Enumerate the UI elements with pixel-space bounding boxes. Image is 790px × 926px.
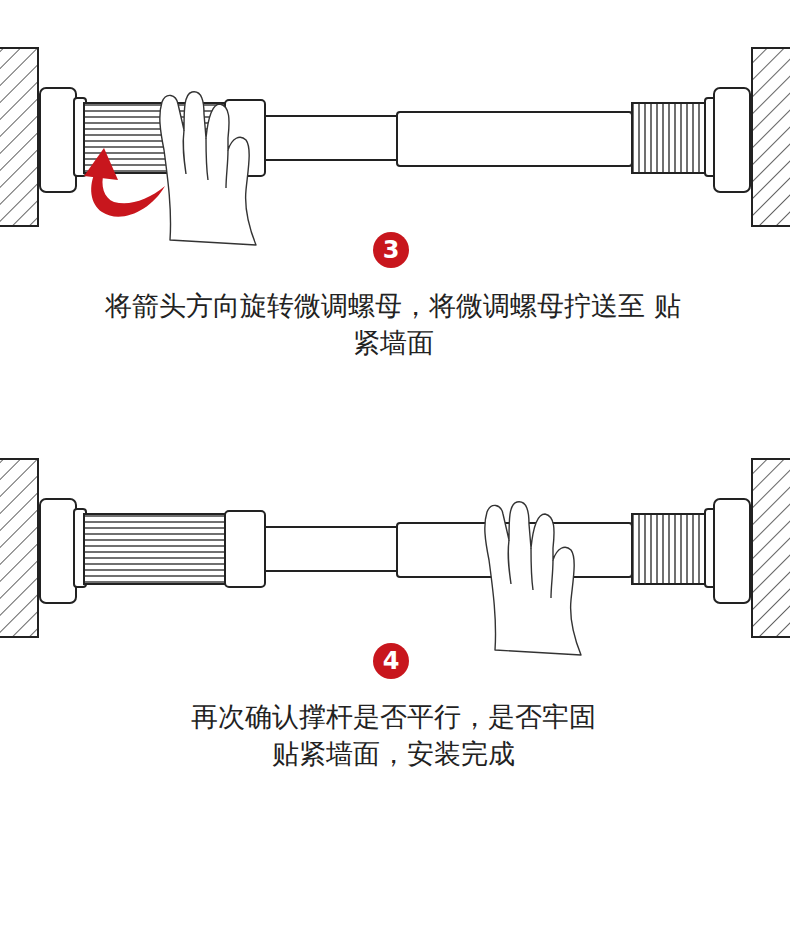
step-number: 3 [383, 238, 400, 262]
instruction-text: 再次确认撑杆是否平行，是否牢固 贴紧墙面，安装完成 [183, 698, 603, 772]
hand [485, 502, 581, 655]
rotate-arrow [84, 148, 165, 217]
instruction-text: 将箭头方向旋转微调螺母，将微调螺母拧送至 贴紧墙面 [102, 287, 684, 361]
tension-rod [0, 48, 790, 226]
step-number: 4 [383, 649, 400, 673]
step-number-circle: 3 [373, 232, 409, 268]
step-number-circle: 4 [373, 643, 409, 679]
tension-rod [0, 459, 790, 637]
hand [160, 92, 256, 245]
